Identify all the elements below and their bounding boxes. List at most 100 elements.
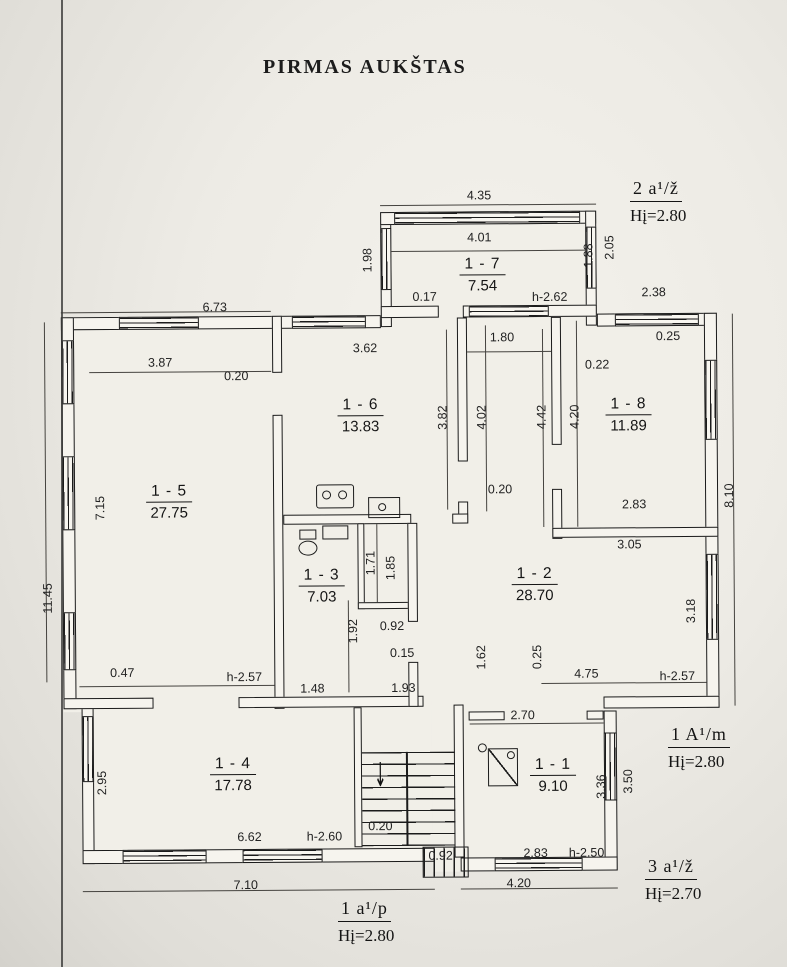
window [118, 316, 199, 330]
room-label-1-6: 1 - 6 13.83 [312, 396, 408, 436]
wall [552, 526, 719, 538]
stairs-direction-arrow: ↓ [373, 755, 387, 795]
dimension-label: 0.25 [530, 644, 545, 670]
window [61, 456, 76, 531]
floor-drain-icon [477, 743, 487, 753]
dimension-label: 1.88 [581, 243, 596, 268]
stove-burner-icon [338, 490, 348, 500]
dimension-label: 2.38 [641, 285, 666, 300]
stove-burner-icon [322, 490, 332, 500]
annotation-mid-right: 1 A¹/m Hį=2.80 [668, 724, 730, 772]
dimension-label: 3.05 [617, 537, 642, 552]
toilet-icon [299, 529, 317, 540]
scan-edge-line [61, 0, 63, 967]
zone-height: Hį=2.80 [630, 206, 687, 225]
room-number: 1 - 3 [298, 566, 345, 587]
room-label-1-7: 1 - 7 7.54 [434, 255, 530, 295]
wall [550, 316, 562, 445]
dimension-label: 3.82 [435, 405, 450, 430]
dimension-label: 7.15 [93, 495, 108, 521]
dimension-label: 3.62 [352, 341, 378, 356]
dimension-label: 3.18 [683, 598, 698, 624]
window [122, 849, 207, 864]
room-label-1-8: 1 - 8 11.89 [580, 395, 676, 435]
dimension-label: 0.25 [655, 328, 681, 344]
dimension-label: h-2.50 [568, 845, 605, 860]
dimension-label: h-2.57 [226, 669, 263, 685]
dimension-label: 3.87 [147, 355, 173, 370]
dimension-label: 0.15 [389, 645, 415, 661]
room-label-1-3: 1 - 3 7.03 [274, 566, 370, 606]
window [705, 553, 720, 640]
room-number: 1 - 4 [209, 754, 257, 776]
dimension-label: 7.10 [233, 877, 259, 893]
dimension-label: 4.35 [466, 188, 492, 203]
room-area: 7.54 [467, 277, 498, 295]
wall [238, 695, 424, 709]
window [242, 848, 323, 864]
dimension-label: 2.95 [94, 770, 110, 796]
dimension-label: 2.83 [621, 497, 647, 512]
window [394, 210, 581, 225]
room-number: 1 - 2 [511, 564, 558, 586]
sink-drain-icon [378, 503, 387, 512]
room-area: 7.03 [307, 588, 337, 606]
dimension-label: h-2.57 [659, 668, 696, 684]
dimension-label: 4.42 [534, 404, 549, 430]
annotation-top-right: 2 a¹/ž Hį=2.80 [630, 178, 686, 226]
window [62, 612, 77, 671]
dimension-label: 1.93 [391, 680, 416, 696]
window [81, 716, 95, 783]
zone-height: Hį=2.80 [668, 752, 725, 771]
dimension-label: h-2.60 [306, 829, 343, 844]
room-label-1-4: 1 - 4 17.78 [185, 754, 281, 795]
dimension-label: 1.92 [345, 619, 361, 644]
room-label-1-1: 1 - 1 9.10 [505, 755, 601, 796]
window [380, 228, 392, 291]
wall [63, 697, 154, 710]
wall [586, 710, 604, 720]
dimension-label: 4.02 [474, 405, 489, 430]
window [468, 304, 549, 318]
wall [452, 513, 469, 524]
zone-height: Hį=2.70 [645, 884, 702, 903]
room-number: 1 - 1 [529, 755, 577, 777]
wall [407, 522, 418, 622]
room-number: 1 - 7 [459, 255, 506, 276]
dimension-label: 11.45 [40, 583, 55, 614]
room-area: 28.70 [515, 586, 554, 605]
room-area: 27.75 [150, 504, 189, 522]
dimension-label: 1.98 [360, 247, 375, 273]
zone-height: Hį=2.80 [338, 926, 395, 945]
zone-label: 2 a¹/ž [630, 178, 682, 202]
dimension-label: h-2.62 [531, 289, 568, 305]
room-label-1-5: 1 - 5 27.75 [121, 482, 217, 522]
dimension-label: 1.48 [300, 681, 325, 696]
dimension-label: 1.62 [474, 645, 489, 670]
dimension-label: 0.92 [428, 848, 453, 863]
dimension-label: 6.62 [237, 829, 262, 845]
dimension-label: 2.70 [510, 708, 535, 723]
dimension-label: 0.22 [584, 357, 610, 372]
window [704, 359, 718, 440]
dimension-label: 8.10 [722, 483, 737, 508]
annotation-bottom-center: 1 a¹/p Hį=2.80 [338, 898, 394, 946]
dimension-label: 4.75 [574, 666, 599, 681]
toilet-bowl-icon [298, 540, 318, 556]
wall [380, 305, 439, 319]
dimension-label: 2.83 [523, 845, 548, 861]
dimension-label: 0.92 [379, 618, 405, 634]
annotation-bottom-right: 3 a¹/ž Hį=2.70 [645, 856, 701, 904]
dimension-line [60, 310, 271, 314]
window [60, 340, 75, 405]
dimension-label: 0.20 [487, 482, 513, 497]
room-area: 9.10 [538, 777, 568, 795]
dimension-line [43, 322, 48, 683]
dimension-label: 2.05 [602, 235, 617, 260]
zone-label: 1 A¹/m [668, 724, 730, 748]
dimension-label: 0.20 [368, 819, 393, 834]
dimension-label: 4.20 [506, 876, 532, 891]
dimension-label: 6.73 [202, 300, 227, 315]
